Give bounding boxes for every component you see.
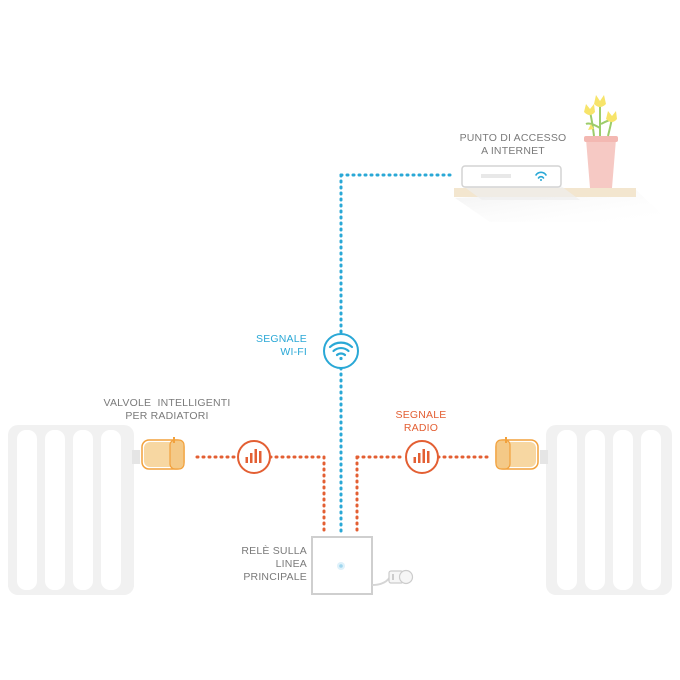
wifi-signal-label: SEGNALE WI-FI [255,333,307,358]
valves-label: VALVOLE INTELLIGENTI PER RADIATORI [103,397,231,422]
access-point-label: PUNTO DI ACCESSO A INTERNET [459,132,567,157]
plug-icon [388,569,414,585]
left-valve-icon [141,437,185,470]
right-valve-icon [495,437,539,470]
radio-signal-lines [195,455,492,534]
relay-label: RELÈ SULLA LINEA PRINCIPALE [241,545,307,583]
router-icon [461,165,580,200]
wifi-icon [323,333,359,369]
right-radiator-icon [540,425,672,595]
relay-icon [311,536,391,595]
wifi-signal-lines [339,173,455,534]
left-radiator-icon [8,425,140,595]
radio-signal-icon-left [237,440,271,474]
radio-signal-icon-right [405,440,439,474]
radio-signal-label: SEGNALE RADIO [395,409,447,434]
flower-pot-icon [584,95,618,188]
